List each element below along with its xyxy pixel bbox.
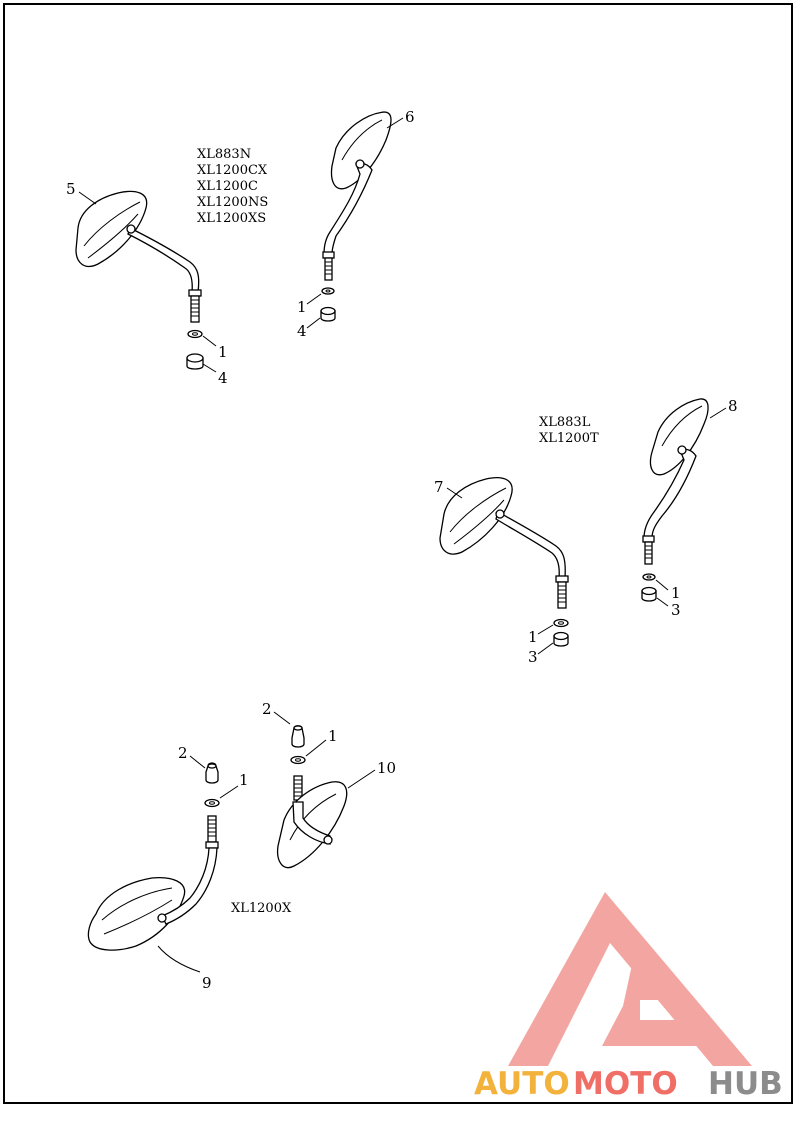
- leader-1-e: [219, 785, 239, 799]
- callout-4-b: 4: [297, 322, 307, 340]
- leader-4-b: [306, 317, 321, 329]
- leader-8: [709, 407, 727, 419]
- mirror-9: [87, 762, 220, 951]
- leader-3-c: [537, 642, 554, 655]
- leader-1-c: [537, 624, 554, 635]
- watermark-text-moto: MOTO: [573, 1066, 678, 1102]
- leader-1-d: [655, 579, 669, 591]
- model-xl883n: XL883N: [197, 147, 251, 162]
- drawing-border: [3, 3, 793, 1104]
- mirror-8: [641, 398, 709, 602]
- model-xl1200t: XL1200T: [539, 431, 599, 446]
- callout-5: 5: [66, 180, 76, 198]
- leader-2-b: [273, 711, 291, 725]
- callout-8: 8: [728, 397, 738, 415]
- callout-3-d: 3: [671, 601, 681, 619]
- model-xl883l: XL883L: [539, 415, 591, 430]
- callout-2-b: 2: [262, 700, 272, 718]
- mirror-7: [439, 477, 569, 647]
- callout-1-a: 1: [218, 343, 228, 361]
- callout-3-c: 3: [528, 648, 538, 666]
- leader-9: [157, 945, 201, 973]
- leader-4-a: [202, 363, 217, 373]
- leader-2-a: [189, 755, 206, 769]
- model-xl1200cx: XL1200CX: [197, 163, 268, 178]
- model-xl1200ns: XL1200NS: [197, 195, 268, 210]
- callout-1-d: 1: [671, 584, 681, 602]
- model-xl1200xs: XL1200XS: [197, 211, 266, 226]
- callout-1-b: 1: [297, 298, 307, 316]
- model-xl1200c: XL1200C: [197, 179, 258, 194]
- leader-7: [446, 487, 463, 499]
- watermark-text-hub: HUB: [708, 1066, 783, 1102]
- leader-6: [386, 117, 404, 129]
- watermark-text-auto: AUTO: [474, 1066, 570, 1102]
- mirror-6: [320, 111, 392, 322]
- callout-6: 6: [405, 108, 415, 126]
- watermark-logo: AUTO MOTO HUB: [474, 892, 783, 1102]
- callout-4-a: 4: [218, 369, 228, 387]
- model-list-top: XL883N XL1200CX XL1200C XL1200NS XL1200X…: [197, 147, 268, 226]
- callout-1-c: 1: [528, 628, 538, 646]
- mirror-10: [276, 725, 348, 869]
- leader-1-a: [202, 335, 217, 347]
- leader-1-f: [305, 739, 327, 757]
- model-xl1200x: XL1200X: [231, 901, 292, 916]
- callout-10: 10: [377, 759, 396, 777]
- callout-7: 7: [434, 478, 444, 496]
- callout-2-a: 2: [178, 744, 188, 762]
- callout-1-f: 1: [328, 727, 338, 745]
- callout-1-e: 1: [239, 771, 249, 789]
- leader-10: [347, 769, 376, 789]
- callout-9: 9: [202, 974, 212, 992]
- leader-1-b: [306, 293, 322, 305]
- mirror-5: [75, 190, 204, 370]
- model-list-middle: XL883L XL1200T: [539, 415, 599, 446]
- leader-5: [78, 191, 97, 205]
- leader-3-d: [656, 597, 669, 607]
